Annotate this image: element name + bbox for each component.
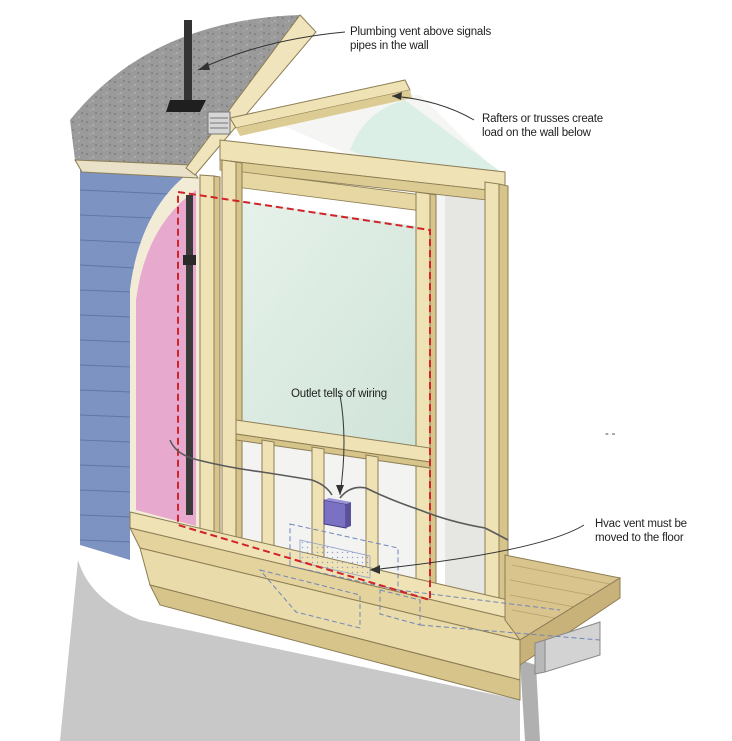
drain-pipe [183, 195, 196, 515]
roof-shingles [70, 14, 317, 179]
hvac-callout: Hvac vent must be moved to the floor [595, 517, 687, 545]
plumbing-vent-callout: Plumbing vent above signals pipes in the… [350, 25, 491, 53]
plumbing-vent-callout-line2: pipes in the wall [350, 40, 429, 52]
outlet-box [323, 498, 351, 529]
rafters-callout: Rafters or trusses create load on the wa… [482, 112, 603, 140]
outlet-callout: Outlet tells of wiring [291, 387, 387, 401]
exterior-siding [79, 165, 190, 560]
hvac-vent-outline [258, 523, 601, 641]
hvac-callout-line2: moved to the floor [595, 532, 684, 544]
wall-insulation [130, 172, 200, 530]
hvac-register-grille [299, 539, 371, 579]
hvac-duct [534, 621, 601, 675]
plumbing-vent-pipe [166, 20, 231, 135]
electrical-wiring [169, 439, 509, 541]
outlet-callout-line1: Outlet tells of wiring [291, 388, 387, 400]
rafters [229, 79, 412, 136]
cripple-studs [261, 439, 379, 581]
wall-studs [199, 159, 509, 625]
stray-mark-text: - - [605, 428, 616, 440]
rafters-callout-line2: load on the wall below [482, 127, 591, 139]
hvac-callout-line1: Hvac vent must be [595, 518, 687, 530]
rafters-callout-line1: Rafters or trusses create [482, 113, 603, 125]
wall-opening-outline [177, 190, 431, 602]
foundation [60, 560, 540, 741]
stray-mark: - - [605, 427, 615, 441]
leader-arrowheads [198, 62, 402, 574]
plumbing-vent-callout-line1: Plumbing vent above signals [350, 26, 491, 38]
leader-lines [197, 31, 585, 571]
